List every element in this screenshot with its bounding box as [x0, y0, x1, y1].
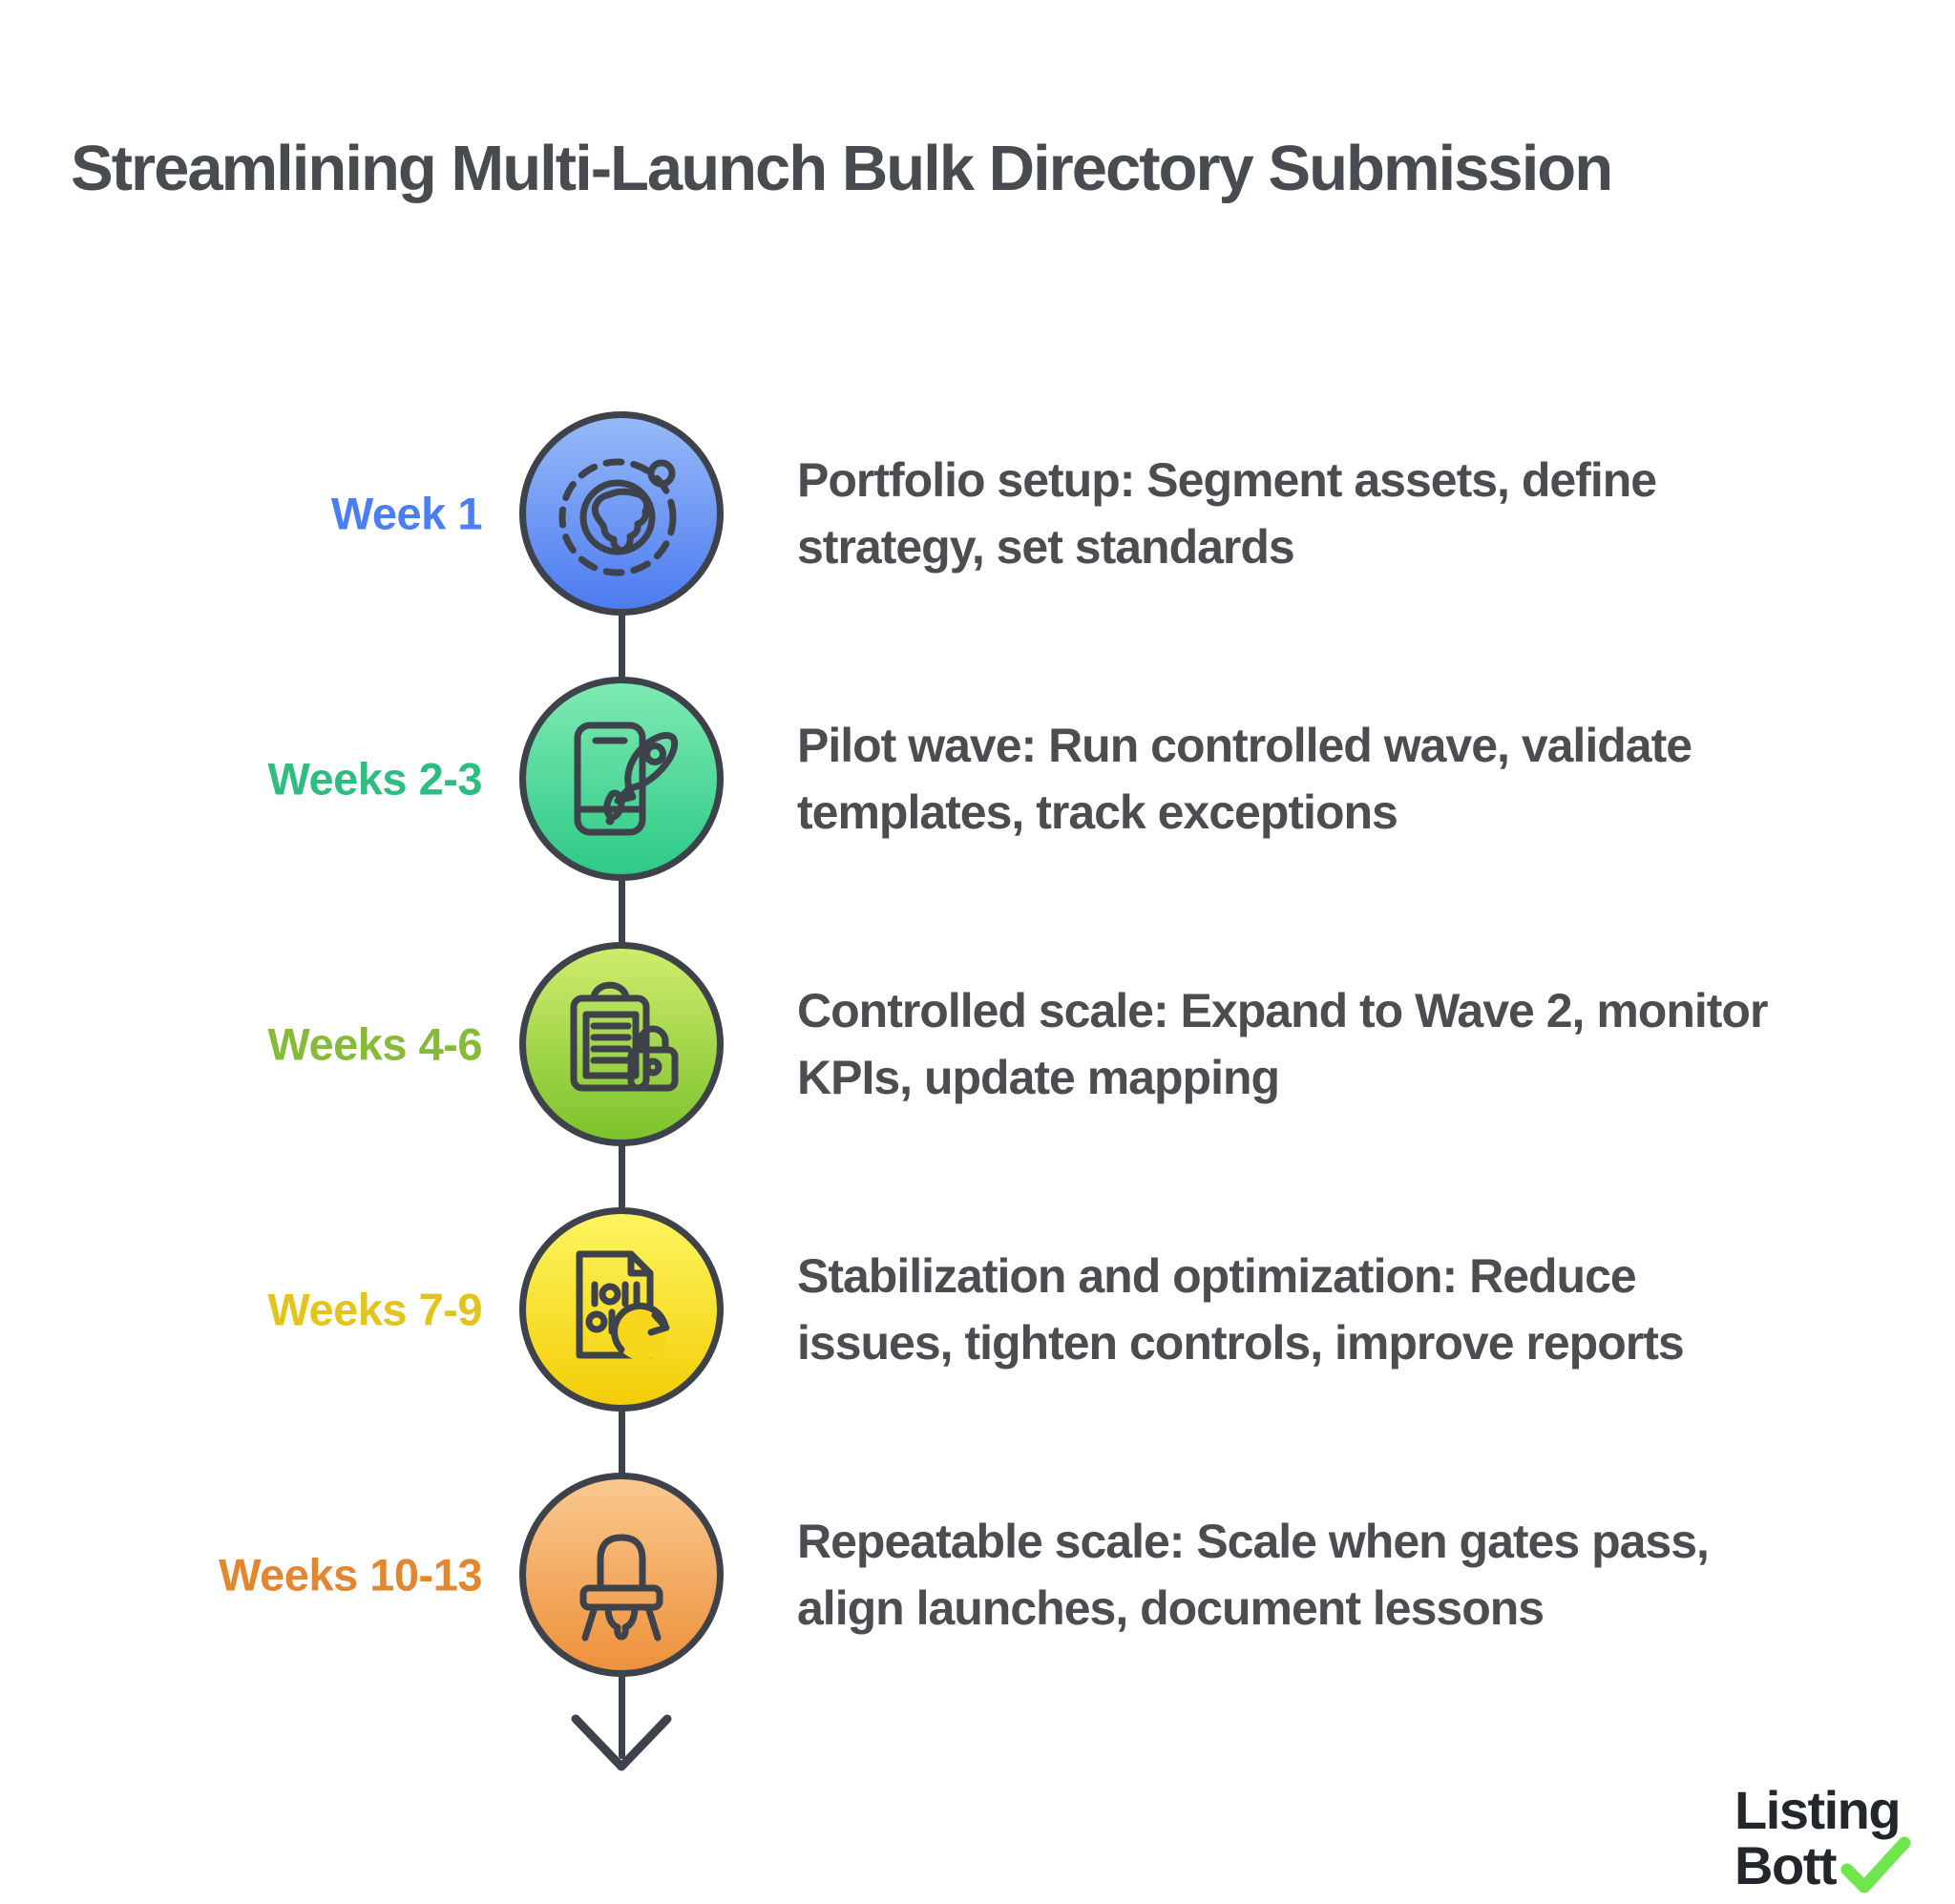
- logo-line1: Listing: [1734, 1780, 1902, 1840]
- step-icon-circle: [519, 411, 724, 616]
- data-file-refresh-icon: [576, 1250, 670, 1360]
- step-icon-circle: [519, 942, 724, 1146]
- step-description: Pilot wave: Run controlled wave, validat…: [797, 719, 1692, 839]
- step-description: Controlled scale: Expand to Wave 2, moni…: [797, 984, 1768, 1104]
- timeline-step-weeks-10-13: Weeks 10-13 Repeatable scale: Scale when…: [0, 1473, 1955, 1677]
- timeline-step-week-1: Week 1 Portfolio setup: Segment assets, …: [0, 411, 1955, 616]
- step-week-label: Week 1: [330, 488, 483, 539]
- step-week-label: Weeks 7-9: [267, 1284, 482, 1335]
- step-icon-circle: [519, 1473, 724, 1677]
- clipboard-lock-icon: [570, 981, 679, 1092]
- timeline-step-weeks-4-6: Weeks 4-6 Controlled scale: Expand to Wa…: [0, 942, 1955, 1146]
- step-icon-circle: [519, 1207, 724, 1412]
- page-title: Streamlining Multi-Launch Bulk Directory…: [71, 133, 1613, 204]
- timeline-step-weeks-2-3: Weeks 2-3 Pilot wave: Run controlled wav…: [0, 677, 1955, 881]
- step-description: Portfolio setup: Segment assets, define …: [797, 453, 1657, 574]
- globe-orbit-icon: [558, 458, 677, 576]
- step-week-label: Weeks 4-6: [267, 1018, 482, 1070]
- logo-line2: Bott: [1734, 1835, 1837, 1895]
- arrow-down-icon: [571, 1714, 672, 1771]
- step-icon-circle: [519, 677, 724, 881]
- timeline-step-weeks-7-9: Weeks 7-9 Stabilization and optimization…: [0, 1207, 1955, 1412]
- step-description: Stabilization and optimization: Reduce i…: [797, 1249, 1685, 1370]
- phone-rocket-icon: [574, 722, 679, 836]
- high-chair-icon: [579, 1534, 663, 1642]
- check-icon: [1840, 1836, 1911, 1894]
- step-description: Repeatable scale: Scale when gates pass,…: [797, 1515, 1710, 1635]
- listingbott-logo: Listing Bott: [1734, 1780, 1912, 1895]
- step-week-label: Weeks 10-13: [219, 1549, 482, 1601]
- step-week-label: Weeks 2-3: [267, 753, 482, 805]
